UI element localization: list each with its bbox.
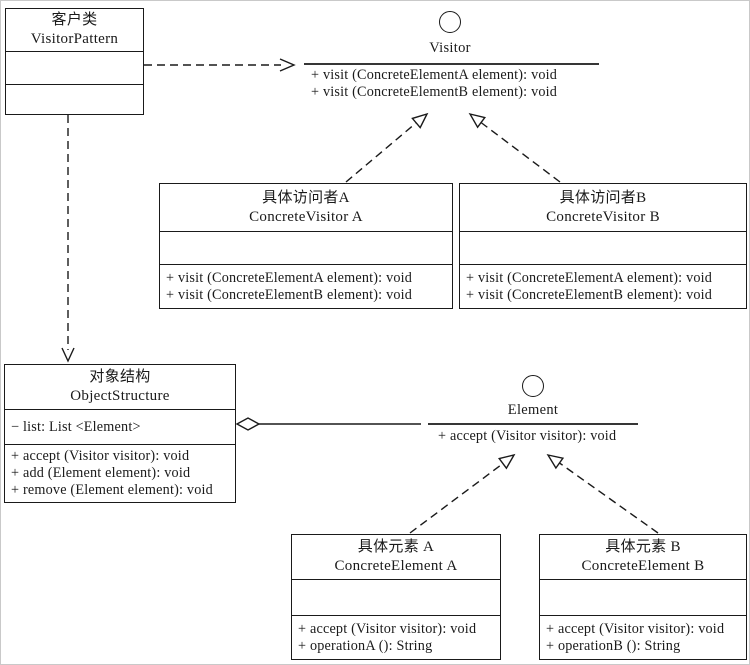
method-line: + operationB (): String [546, 637, 681, 654]
class-object-structure-attributes: − list: List <Element> [5, 410, 235, 445]
realization-concretevisitorb-to-visitor [468, 112, 561, 183]
method-line: + add (Element element): void [11, 465, 191, 481]
class-client: 客户类 VisitorPattern [5, 8, 144, 115]
class-client-attributes-empty [6, 52, 143, 85]
class-concrete-visitor-a-methods: + visit (ConcreteElementA element): void… [160, 265, 452, 308]
realization-concreteelementa-to-element [409, 453, 516, 534]
class-concrete-element-b-title: 具体元素 B ConcreteElement B [540, 535, 746, 580]
visitor-method: + visit (ConcreteElementB element): void [311, 83, 558, 100]
class-concrete-element-a: 具体元素 A ConcreteElement A + accept (Visit… [291, 534, 501, 660]
class-concrete-visitor-a-attributes-empty [160, 232, 452, 265]
element-interface-name: Element [507, 402, 559, 418]
class-concrete-visitor-b-attributes-empty [460, 232, 746, 265]
class-concrete-visitor-a-title: 具体访问者A ConcreteVisitor A [160, 184, 452, 232]
class-concrete-element-a-methods: + accept (Visitor visitor): void + opera… [292, 616, 500, 659]
class-client-name-en: VisitorPattern [30, 31, 119, 47]
method-line: + accept (Visitor visitor): void [11, 448, 190, 464]
dependency-client-to-visitor [144, 58, 296, 72]
class-concrete-visitor-b-methods: + visit (ConcreteElementA element): void… [460, 265, 746, 308]
method-line: + accept (Visitor visitor): void [546, 620, 725, 637]
class-concrete-visitor-b-title: 具体访问者B ConcreteVisitor B [460, 184, 746, 232]
attribute-line: − list: List <Element> [11, 418, 141, 435]
class-object-structure-name-zh: 对象结构 [89, 369, 151, 385]
class-concrete-element-b-name-en: ConcreteElement B [581, 558, 705, 574]
visitor-interface-circle [439, 11, 461, 33]
class-concrete-element-a-name-en: ConcreteElement A [334, 558, 458, 574]
class-concrete-element-a-attributes-empty [292, 580, 500, 616]
class-client-methods-empty [6, 85, 143, 114]
class-concrete-visitor-b: 具体访问者B ConcreteVisitor B + visit (Concre… [459, 183, 747, 309]
class-concrete-element-a-name-zh: 具体元素 A [357, 539, 435, 555]
class-client-title: 客户类 VisitorPattern [6, 9, 143, 52]
class-client-name-zh: 客户类 [51, 12, 98, 28]
class-concrete-element-b: 具体元素 B ConcreteElement B + accept (Visit… [539, 534, 747, 660]
method-line: + visit (ConcreteElementA element): void [466, 269, 713, 286]
visitor-interface-methods: + visit (ConcreteElementA element): void… [311, 67, 557, 100]
class-concrete-visitor-b-name-zh: 具体访问者B [559, 189, 647, 206]
realization-concreteelementb-to-element [546, 453, 659, 534]
class-concrete-element-b-attributes-empty [540, 580, 746, 616]
aggregation-objectstructure-to-element [235, 417, 421, 431]
method-line: + operationA (): String [298, 637, 433, 654]
dependency-client-to-objectstructure [61, 115, 75, 363]
class-object-structure-name-en: ObjectStructure [70, 388, 170, 404]
method-line: + accept (Visitor visitor): void [298, 620, 477, 637]
method-line: + remove (Element element): void [11, 482, 213, 498]
method-line: + visit (ConcreteElementB element): void [466, 286, 713, 303]
class-concrete-visitor-a-name-en: ConcreteVisitor A [249, 208, 363, 225]
method-line: + visit (ConcreteElementA element): void [166, 269, 413, 286]
class-object-structure-title: 对象结构 ObjectStructure [5, 365, 235, 410]
class-concrete-visitor-a: 具体访问者A ConcreteVisitor A + visit (Concre… [159, 183, 453, 309]
class-concrete-visitor-a-name-zh: 具体访问者A [262, 189, 350, 206]
element-interface-methods: + accept (Visitor visitor): void [438, 428, 616, 445]
class-object-structure-methods: + accept (Visitor visitor): void + add (… [5, 445, 235, 502]
realization-concretevisitora-to-visitor [345, 112, 429, 183]
class-concrete-element-a-title: 具体元素 A ConcreteElement A [292, 535, 500, 580]
element-method: + accept (Visitor visitor): void [438, 428, 617, 444]
element-interface-circle [522, 375, 544, 397]
class-concrete-element-b-methods: + accept (Visitor visitor): void + opera… [540, 616, 746, 659]
method-line: + visit (ConcreteElementB element): void [166, 286, 413, 303]
class-object-structure: 对象结构 ObjectStructure − list: List <Eleme… [4, 364, 236, 503]
visitor-interface-name: Visitor [429, 40, 471, 56]
class-concrete-element-b-name-zh: 具体元素 B [605, 539, 681, 555]
visitor-method: + visit (ConcreteElementA element): void [311, 67, 558, 83]
class-concrete-visitor-b-name-en: ConcreteVisitor B [546, 208, 660, 225]
